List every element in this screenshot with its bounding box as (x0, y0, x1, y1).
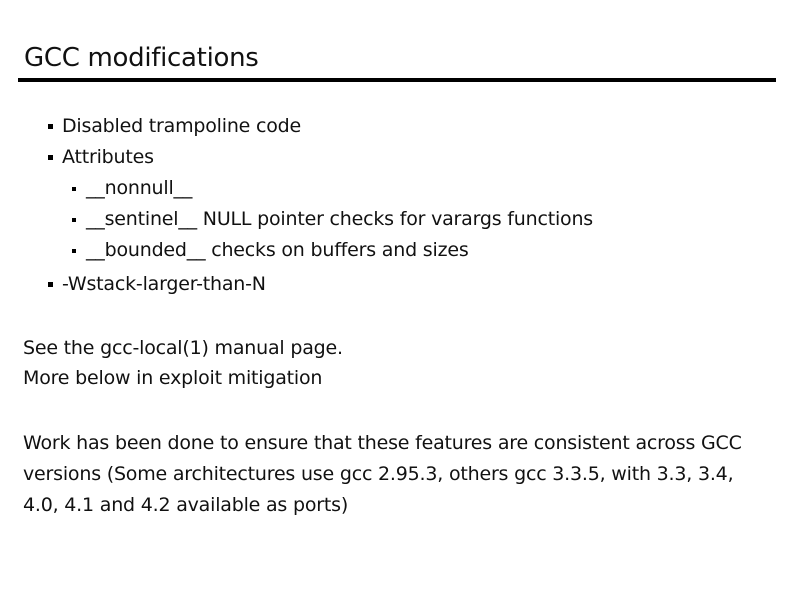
sub-bullet-text: __sentinel__ NULL pointer checks for var… (86, 208, 593, 230)
bullet-item: Disabled trampoline code (0, 111, 593, 142)
paragraph-line: More below in exploit mitigation (23, 367, 323, 389)
consistency-paragraph: Work has been done to ensure that these … (23, 432, 742, 516)
sub-bullet-text: __nonnull__ (86, 177, 193, 199)
slide-title: GCC modifications (24, 43, 259, 73)
bullet-marker-icon (48, 155, 53, 160)
bullet-list: Disabled trampoline code Attributes __no… (0, 111, 593, 300)
sub-bullet-text: __bounded__ checks on buffers and sizes (86, 239, 469, 261)
sub-bullet-item: __bounded__ checks on buffers and sizes (0, 235, 593, 266)
bullet-item: Attributes (0, 142, 593, 173)
bullet-text: -Wstack-larger-than-N (62, 273, 266, 295)
bullet-marker-icon (48, 124, 53, 129)
bullet-text: Attributes (62, 146, 154, 168)
sub-bullet-marker-icon (72, 187, 76, 191)
paragraph-line: See the gcc-local(1) manual page. (23, 337, 343, 359)
title-divider (18, 78, 776, 82)
sub-bullet-marker-icon (72, 249, 76, 253)
bullet-marker-icon (48, 282, 53, 287)
bullet-item: -Wstack-larger-than-N (0, 269, 593, 300)
reference-paragraph: See the gcc-local(1) manual page. More b… (23, 333, 343, 393)
sub-bullet-item: __sentinel__ NULL pointer checks for var… (0, 204, 593, 235)
sub-bullet-item: __nonnull__ (0, 173, 593, 204)
bullet-text: Disabled trampoline code (62, 115, 302, 137)
sub-bullet-marker-icon (72, 218, 76, 222)
